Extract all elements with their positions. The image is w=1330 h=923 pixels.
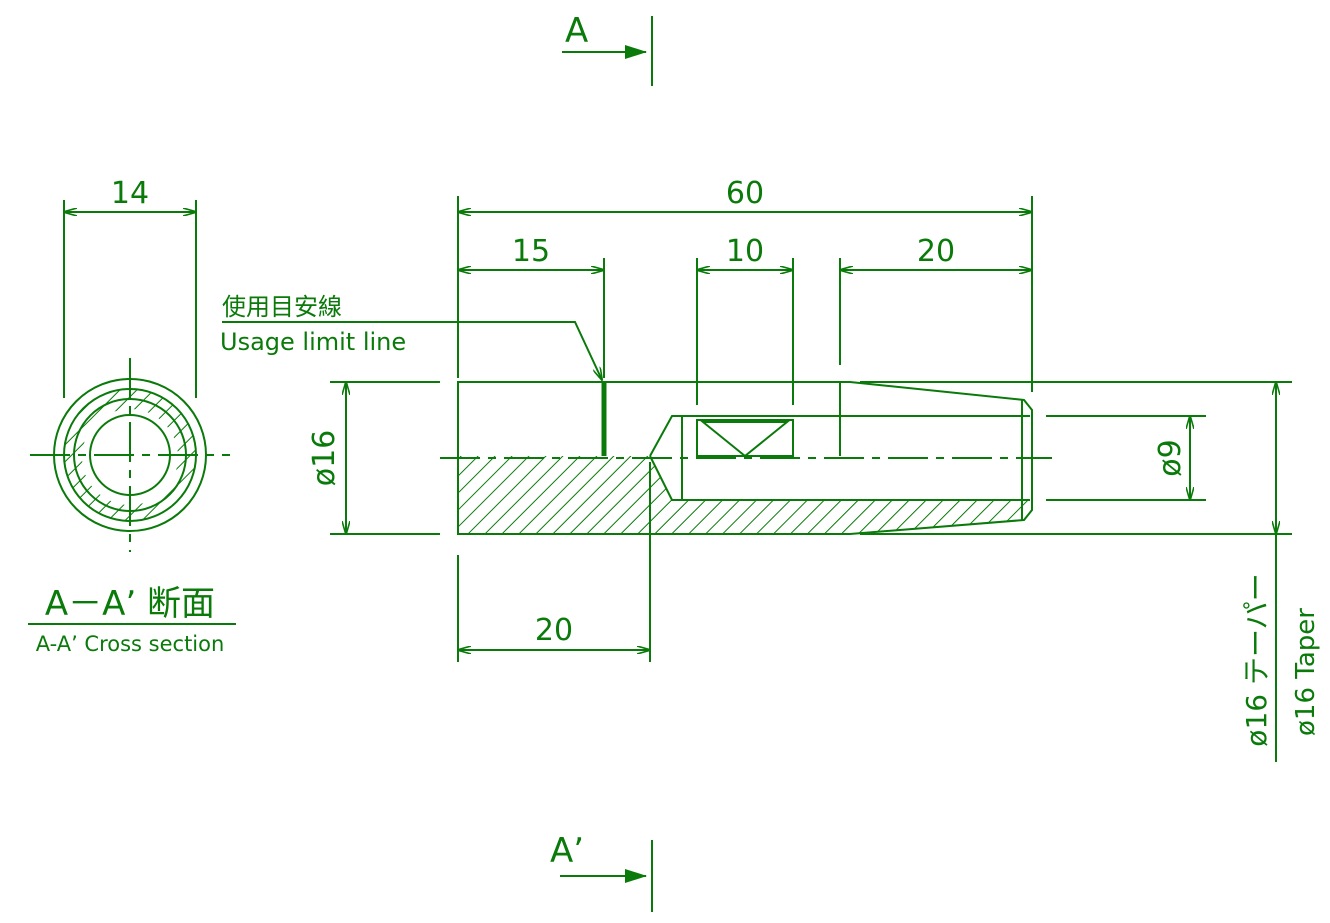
usage-limit-label-jp: 使用目安線 <box>222 293 342 321</box>
section-mark-bottom: A’ <box>550 831 653 912</box>
dim-overall-length: 60 <box>726 176 764 211</box>
cross-section-hatch <box>64 389 197 522</box>
dim-hatched-length: 20 <box>535 613 573 648</box>
bore-bottom-edge <box>649 455 1030 501</box>
usage-limit-callout: 使用目安線 Usage limit line <box>220 293 602 380</box>
usage-limit-label-en: Usage limit line <box>220 328 406 356</box>
groove-triangle <box>700 421 790 458</box>
dim-taper-length: 20 <box>917 234 955 269</box>
groove-rect <box>696 419 794 457</box>
taper-label-en: ø16 Taper <box>1291 608 1321 736</box>
section-title-en: A-A’ Cross section <box>36 632 225 656</box>
dim-body-diameter: ø16 <box>307 430 342 487</box>
body-outline <box>457 381 1033 535</box>
side-hatch <box>458 456 1030 534</box>
bore-top-edge <box>649 415 1030 457</box>
dim-usage-length: 15 <box>512 234 550 269</box>
section-mark-top: A <box>562 11 653 86</box>
side-view <box>440 381 1052 535</box>
section-mark-bottom-letter: A’ <box>550 831 584 871</box>
side-dimensions: 60 15 10 20 20 ø16 ø9 ø16 テーパー ø16 Taper <box>307 176 1321 762</box>
dim-section-width: 14 <box>111 176 149 211</box>
section-title-jp: A－A’ 断面 <box>45 584 215 624</box>
taper-label-jp: ø16 テーパー <box>1240 573 1273 746</box>
dim-bore-diameter: ø9 <box>1153 439 1188 476</box>
usage-limit-leader <box>222 321 602 380</box>
section-mark-top-letter: A <box>565 11 588 51</box>
dim-groove-width: 10 <box>726 234 764 269</box>
cross-section-view: 14 A－A’ 断面 A-A’ Cross section <box>28 176 236 656</box>
